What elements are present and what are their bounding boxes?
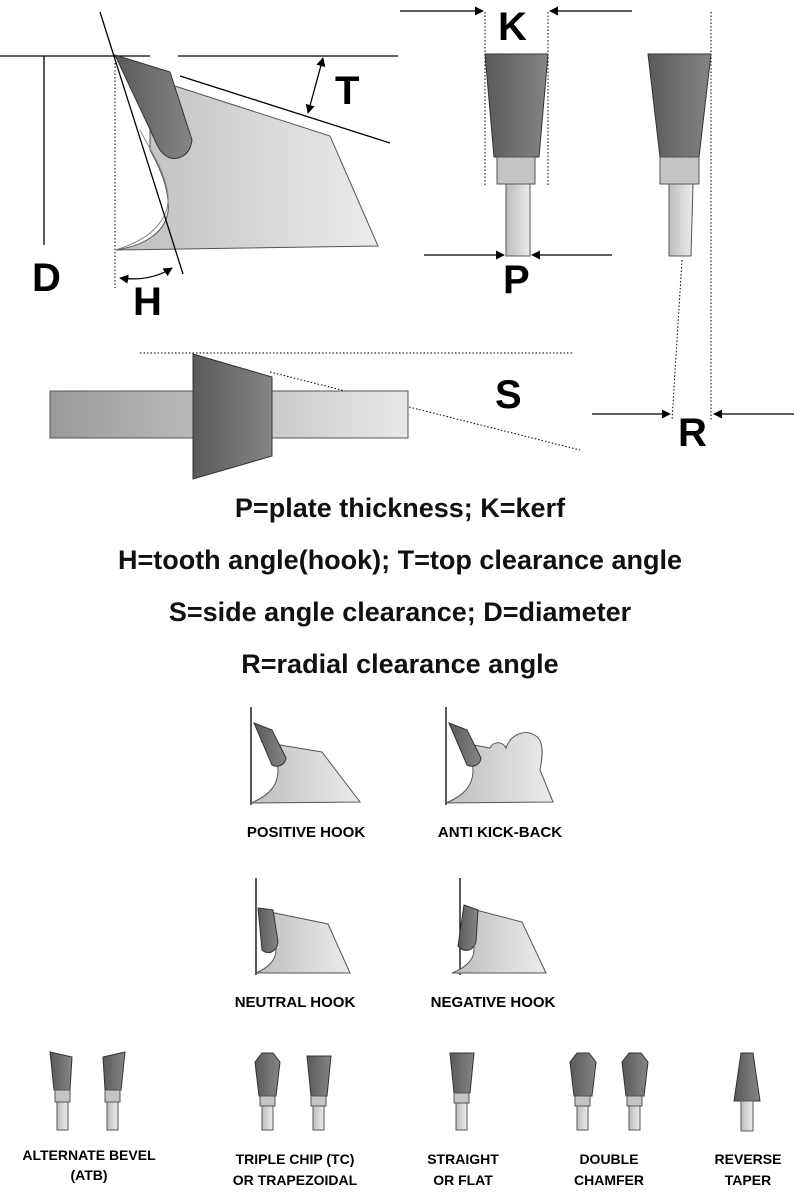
top-clearance-arrow xyxy=(305,57,326,114)
positive-hook-caption: POSITIVE HOOK xyxy=(247,824,366,841)
tc-braze-right xyxy=(310,1095,327,1107)
flat-caption-line1: STRAIGHT xyxy=(427,1151,499,1167)
chamfer-braze-right xyxy=(626,1095,643,1107)
negative-hook-figure: NEGATIVE HOOK xyxy=(431,878,556,1011)
neutral-hook-caption: NEUTRAL HOOK xyxy=(235,994,356,1011)
flat-plate xyxy=(455,1102,468,1131)
reverse-caption-line2: TAPER xyxy=(725,1172,771,1188)
legend-line-radial: R=radial clearance angle xyxy=(241,649,559,679)
gullet-curve xyxy=(114,129,169,251)
flat-grind-figure: STRAIGHT OR FLAT xyxy=(427,1052,499,1188)
kerf-figure: K P xyxy=(400,5,632,302)
reverse-taper-tip xyxy=(733,1052,761,1102)
radial-braze-joint xyxy=(659,156,700,185)
atb-braze-left xyxy=(54,1089,71,1103)
atb-braze-right xyxy=(104,1089,121,1103)
atb-grind-figure: ALTERNATE BEVEL (ATB) xyxy=(22,1051,156,1183)
neutral-hook-figure: NEUTRAL HOOK xyxy=(235,878,356,1011)
tooth-profile-figure: T D H xyxy=(0,11,398,324)
tc-caption-line2: OR TRAPEZOIDAL xyxy=(233,1172,358,1188)
tc-flat-tip xyxy=(306,1055,332,1097)
atb-plate-left xyxy=(56,1101,69,1131)
hook-angle-arrow xyxy=(119,267,173,284)
neutral-hook-tip xyxy=(257,907,279,954)
side-carbide-tip xyxy=(192,353,273,480)
hook-angle-line xyxy=(99,11,184,275)
label-P: P xyxy=(503,258,530,302)
label-S: S xyxy=(495,373,522,417)
legend-line-plate-kerf: P=plate thickness; K=kerf xyxy=(234,493,566,523)
atb-plate-right xyxy=(106,1101,119,1131)
label-R: R xyxy=(678,411,707,455)
reverse-taper-plate xyxy=(740,1100,754,1132)
kerf-carbide-tip xyxy=(484,53,549,158)
anti-kickback-caption: ANTI KICK-BACK xyxy=(438,824,562,841)
side-clearance-line xyxy=(269,371,581,451)
label-K: K xyxy=(498,5,527,49)
tc-plate-right xyxy=(312,1105,325,1131)
label-T: T xyxy=(335,69,359,113)
tc-plate-left xyxy=(261,1105,274,1131)
radial-carbide-tip xyxy=(647,53,712,158)
reverse-caption-line1: REVERSE xyxy=(715,1151,782,1167)
positive-hook-figure: POSITIVE HOOK xyxy=(247,707,366,841)
negative-hook-tip xyxy=(457,904,479,951)
atb-tip-left xyxy=(49,1051,73,1091)
top-clearance-line xyxy=(179,75,391,144)
radial-taper-line xyxy=(671,259,683,421)
flat-tip xyxy=(449,1052,475,1094)
legend-line-side-diameter: S=side angle clearance; D=diameter xyxy=(168,597,632,627)
chamfer-plate-left xyxy=(576,1105,589,1131)
anti-kickback-figure: ANTI KICK-BACK xyxy=(438,707,562,841)
carbide-tip xyxy=(114,54,193,159)
chamfer-tip-right xyxy=(621,1052,649,1097)
negative-hook-caption: NEGATIVE HOOK xyxy=(431,994,556,1011)
atb-tip-right xyxy=(102,1051,126,1091)
radial-plate xyxy=(668,183,694,257)
chamfer-plate-right xyxy=(628,1105,641,1131)
kerf-plate xyxy=(505,183,531,257)
label-D: D xyxy=(32,256,61,300)
label-H: H xyxy=(133,280,162,324)
tc-grind-figure: TRIPLE CHIP (TC) OR TRAPEZOIDAL xyxy=(233,1052,358,1188)
tc-braze-left xyxy=(259,1095,276,1107)
kerf-braze-joint xyxy=(496,156,536,185)
chamfer-braze-left xyxy=(574,1095,591,1107)
anti-kickback-tip xyxy=(448,722,482,767)
radial-clearance-figure: R xyxy=(592,12,794,455)
chamfer-tip-left xyxy=(569,1052,597,1097)
chamfer-caption-line2: CHAMFER xyxy=(574,1172,644,1188)
legend-line-hook-top: H=tooth angle(hook); T=top clearance ang… xyxy=(117,545,683,575)
atb-caption-line1: ALTERNATE BEVEL xyxy=(22,1147,156,1163)
atb-caption-line2: (ATB) xyxy=(70,1167,107,1183)
reverse-taper-figure: REVERSE TAPER xyxy=(715,1052,782,1188)
positive-hook-tip xyxy=(253,722,287,767)
flat-caption-line2: OR FLAT xyxy=(433,1172,493,1188)
tc-chamfer-tip xyxy=(254,1052,281,1097)
flat-braze xyxy=(453,1092,470,1104)
tc-caption-line1: TRIPLE CHIP (TC) xyxy=(236,1151,355,1167)
chamfer-caption-line1: DOUBLE xyxy=(579,1151,638,1167)
side-clearance-figure: S xyxy=(49,352,581,480)
chamfer-grind-figure: DOUBLE CHAMFER xyxy=(569,1052,649,1188)
